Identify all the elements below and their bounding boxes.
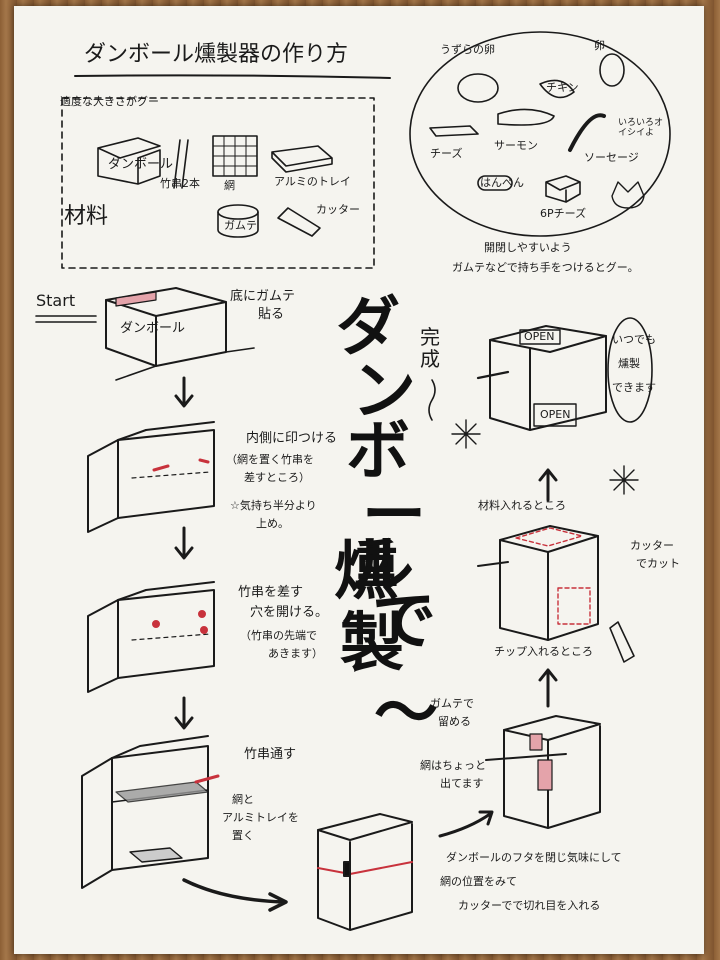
page-title: ダンボール燻製器の作り方	[84, 42, 348, 67]
food-various: いろいろオイシイよ	[618, 118, 664, 139]
step4-note-line1: 竹串通す	[244, 748, 296, 763]
food-6p-cheese: 6Pチーズ	[540, 208, 586, 221]
step2-note-line2: （網を置く竹串を	[226, 454, 314, 467]
food-cheese: チーズ	[430, 148, 462, 161]
materials-note: 適度な大きさがグー	[60, 96, 159, 109]
step2-note-line1: 内側に印つける	[246, 432, 337, 447]
step4-note-line4: 置く	[232, 830, 254, 843]
food-hanpen: はんぺん	[480, 177, 524, 190]
food-chicken: チキン	[546, 82, 579, 95]
step6-note-line4: 出てます	[440, 778, 483, 791]
step5-note-line1: ダンボールのフタを閉じ気味にして	[446, 852, 622, 865]
step3-note-line1: 竹串を差す	[238, 586, 303, 601]
start-label: Start	[36, 292, 75, 310]
done-label: 完成	[420, 326, 444, 370]
step3-note-line2: 穴を開ける。	[250, 606, 328, 621]
step8-open-label-front: OPEN	[540, 409, 570, 422]
step3-note-line3: （竹串の先端で	[240, 630, 317, 643]
step7-note-chip-slot: チップ入れるところ	[494, 646, 593, 659]
step5-note-line2: 網の位置をみて	[440, 876, 517, 889]
step2-note-line3: 差すところ）	[244, 472, 310, 485]
step4-note-line3: アルミトレイを	[222, 812, 299, 825]
vertical-title-char-8: 製	[340, 612, 404, 676]
vertical-title-char-9: 〜	[374, 682, 438, 746]
vertical-title-char-3: ボ	[346, 420, 410, 484]
step2-note-line4: ☆気持ち半分より	[230, 500, 317, 513]
step8-note-line2: ガムテなどで持ち手をつけるとグー。	[452, 262, 639, 275]
step8-open-label-top: OPEN	[524, 331, 554, 344]
step7-note-cut: でカット	[636, 558, 680, 571]
materials-heading: 材料	[64, 204, 108, 229]
material-aluminum-tray: アルミのトレイ	[274, 176, 351, 189]
vertical-title-char-1: ダ	[336, 296, 400, 360]
step3-note-line4: あきます）	[268, 648, 323, 661]
food-egg: 卵	[594, 40, 605, 53]
step1-box-label: ダンボール	[120, 322, 185, 337]
step8-bubble-line2: 燻製	[618, 358, 640, 371]
step8-note-line1: 開閉しやすいよう	[484, 242, 572, 255]
material-cutter: カッター	[316, 204, 360, 217]
step7-note-cutter: カッター	[630, 540, 674, 553]
step1-note-line2: 貼る	[258, 308, 284, 323]
food-quail-egg: うずらの卵	[440, 44, 495, 57]
material-tape: ガムテ	[224, 220, 257, 233]
material-cardboard: ダンボール	[108, 158, 173, 173]
vertical-title-char-smoke: 燻	[334, 540, 398, 604]
step4-note-line2: 網と	[232, 794, 254, 807]
step6-note-line3: 網はちょっと	[420, 760, 486, 773]
step2-note-line5: 上め。	[256, 518, 289, 531]
food-salmon: サーモン	[494, 140, 538, 153]
material-grill-net: 網	[224, 180, 235, 193]
food-sausage: ソーセージ	[584, 152, 639, 165]
material-skewers: 竹串2本	[160, 178, 200, 191]
step6-note-line2: 留める	[438, 716, 471, 729]
step1-note-line1: 底にガムテ	[230, 290, 295, 305]
step8-bubble-line3: できます	[612, 382, 656, 395]
step8-bubble-line1: いつでも	[612, 334, 656, 347]
step7-note-material-slot: 材料入れるところ	[478, 500, 566, 513]
step5-note-line3: カッターでで切れ目を入れる	[458, 900, 600, 913]
